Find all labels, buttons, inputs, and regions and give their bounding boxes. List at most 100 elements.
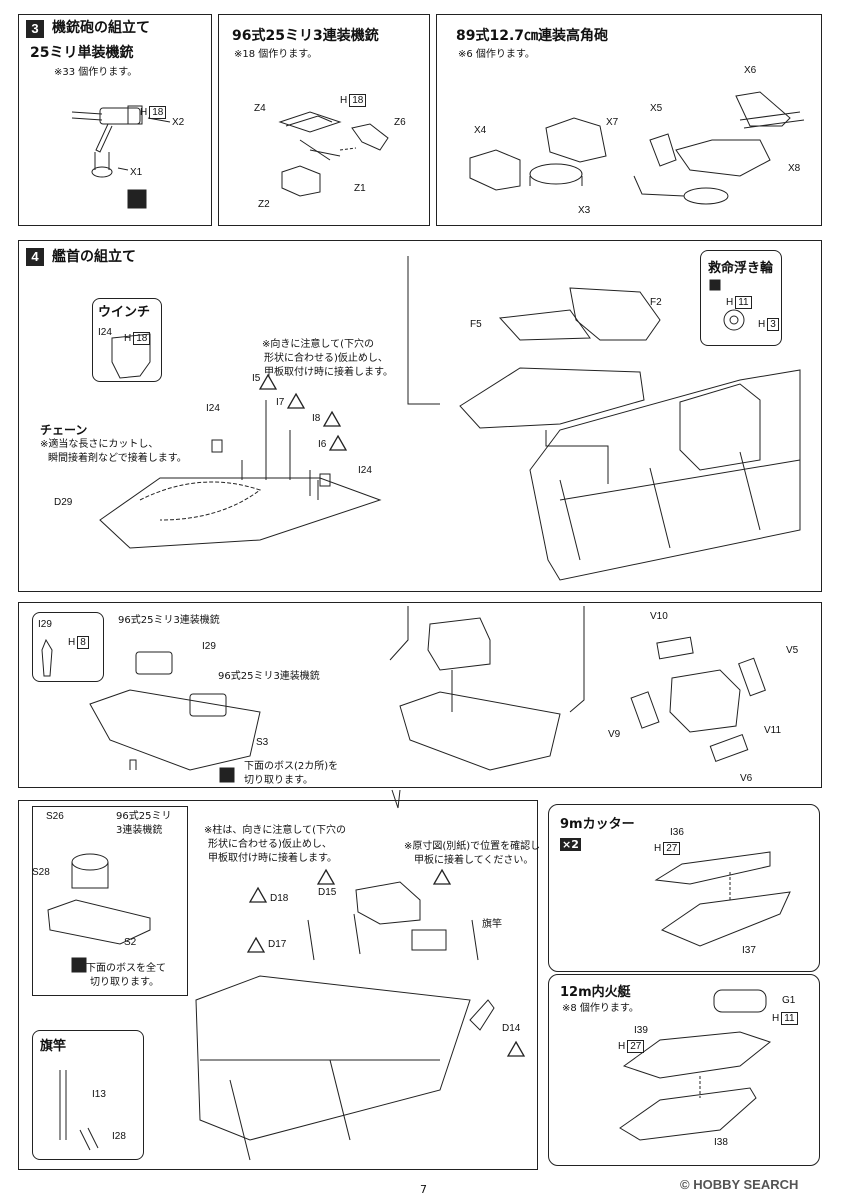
- part-label-g1: G1: [782, 995, 796, 1006]
- part-label-i5: I5: [252, 373, 261, 384]
- part-label-i37: I37: [742, 945, 756, 956]
- part-label-v10: V10: [650, 611, 668, 622]
- sec5-cut-note-2: 切り取ります。: [244, 775, 313, 786]
- cutter-boat-drawing: [619, 851, 791, 1141]
- single-gun-note: ※33 個作ります。: [54, 67, 138, 78]
- part-label-s28: S28: [32, 867, 50, 878]
- part-label-x8: X8: [788, 163, 801, 174]
- sec6-gun-label-2: 3連装機銃: [116, 825, 163, 836]
- part-label-i24-right: I24: [358, 465, 372, 476]
- pillar-note-1: ※向きに注意して(下穴の: [262, 339, 374, 350]
- part-label-s2: S2: [124, 937, 137, 948]
- step4-number: 4: [26, 248, 44, 266]
- pillar-note-3: 甲板取付け時に接着します。: [264, 367, 393, 378]
- bow-deck-drawing: [99, 333, 382, 549]
- cutter-times: ×2: [560, 838, 581, 851]
- triple-gun-title: 96式25ミリ3連装機銃: [232, 28, 379, 44]
- part-label-x1: X1: [130, 167, 143, 178]
- part-label-f2: F2: [650, 297, 662, 308]
- part-label-x4: X4: [474, 125, 487, 136]
- single-gun-title: 25ミリ単装機銃: [30, 45, 134, 61]
- watermark: © HOBBY SEARCH: [680, 1177, 799, 1192]
- sec6-pillar-note-3: 甲板取付け時に接着します。: [208, 853, 337, 864]
- part-label-v6: V6: [740, 773, 753, 784]
- sec6-pillar-note-2: 形状に合わせる)仮止めし、: [208, 839, 332, 850]
- part-label-i13: I13: [92, 1089, 106, 1100]
- s2-subpanel: [32, 806, 188, 996]
- step4-panel: [18, 240, 822, 592]
- part-label-z6: Z6: [394, 117, 406, 128]
- section6-panel: [18, 800, 538, 1170]
- sec6-pos-note-1: ※原寸図(別紙)で位置を確認し: [404, 841, 541, 852]
- chain-note-2: 瞬間接着剤などで接着します。: [48, 453, 187, 464]
- page-number: 7: [420, 1183, 427, 1196]
- cutter-panel: [548, 804, 820, 972]
- sec6-cut-note-1: 下面のボスを全て: [86, 963, 166, 974]
- part-label-i24-left: I24: [206, 403, 220, 414]
- boat-title: 12m内火艇: [560, 985, 631, 1000]
- step3-title: 機銃砲の組立て: [52, 20, 150, 36]
- part-label-i7: I7: [276, 397, 285, 408]
- part-label-s26: S26: [46, 811, 64, 822]
- hagun-title: 89式12.7㎝連装高角砲: [456, 28, 609, 44]
- sec6-gun-label-1: 96式25ミリ: [116, 811, 172, 822]
- boat-panel: [548, 974, 820, 1166]
- part-label-x7: X7: [606, 117, 619, 128]
- part-label-i28: I28: [112, 1131, 126, 1142]
- flagpole-box-title: 旗竿: [40, 1039, 67, 1054]
- winch-title: ウインチ: [98, 305, 151, 320]
- boat-note: ※8 個作ります。: [562, 1003, 639, 1014]
- part-label-v11: V11: [764, 725, 782, 736]
- pillar-note-2: 形状に合わせる)仮止めし、: [264, 353, 388, 364]
- sec6-cut-note-2: 切り取ります。: [90, 977, 159, 988]
- step3-number: 3: [26, 20, 44, 38]
- hagun-note: ※6 個作ります。: [458, 49, 535, 60]
- triple-gun-drawing: [278, 111, 389, 197]
- sec5-gun-label-a: 96式25ミリ3連装機銃: [118, 615, 220, 626]
- sec5-part-i29: I29: [202, 641, 216, 652]
- section5-panel: [18, 602, 822, 788]
- bow-assembly-drawing: [407, 256, 801, 581]
- part-label-v9: V9: [608, 729, 621, 740]
- single-gun-drawing: [71, 105, 171, 209]
- hagun-drawing: [469, 91, 805, 205]
- section5-drawing: [41, 606, 766, 771]
- step3-single-panel: [18, 14, 212, 226]
- part-label-v5: V5: [786, 645, 799, 656]
- part-label-i36: I36: [670, 827, 684, 838]
- part-label-d29: D29: [54, 497, 73, 508]
- part-label-i8: I8: [312, 413, 321, 424]
- part-label-i38: I38: [714, 1137, 728, 1148]
- sec6-pillar-note-1: ※柱は、向きに注意して(下穴の: [204, 825, 346, 836]
- i29-part: I29: [38, 619, 52, 630]
- part-label-x3: X3: [578, 205, 591, 216]
- flagpole-label: 旗竿: [482, 919, 502, 930]
- part-label-z4: Z4: [254, 103, 266, 114]
- part-label-f5: F5: [470, 319, 482, 330]
- part-label-d15: D15: [318, 887, 337, 898]
- step3-hagun-panel: [436, 14, 822, 226]
- part-label-x2: X2: [172, 117, 185, 128]
- part-label-d17: D17: [268, 939, 287, 950]
- winch-box: [92, 298, 162, 382]
- part-label-z2: Z2: [258, 199, 270, 210]
- part-label-d14: D14: [502, 1023, 521, 1034]
- section6-drawing: [47, 767, 495, 1161]
- flagpole-box: [32, 1030, 144, 1160]
- part-label-x5: X5: [650, 103, 663, 114]
- part-label-z1: Z1: [354, 183, 366, 194]
- sec6-pos-note-2: 甲板に接着してください。: [414, 855, 534, 866]
- step4-title: 艦首の組立て: [52, 249, 136, 265]
- part-label-d18: D18: [270, 893, 289, 904]
- chain-note-1: ※適当な長さにカットし、: [40, 439, 159, 450]
- part-label-i6: I6: [318, 439, 327, 450]
